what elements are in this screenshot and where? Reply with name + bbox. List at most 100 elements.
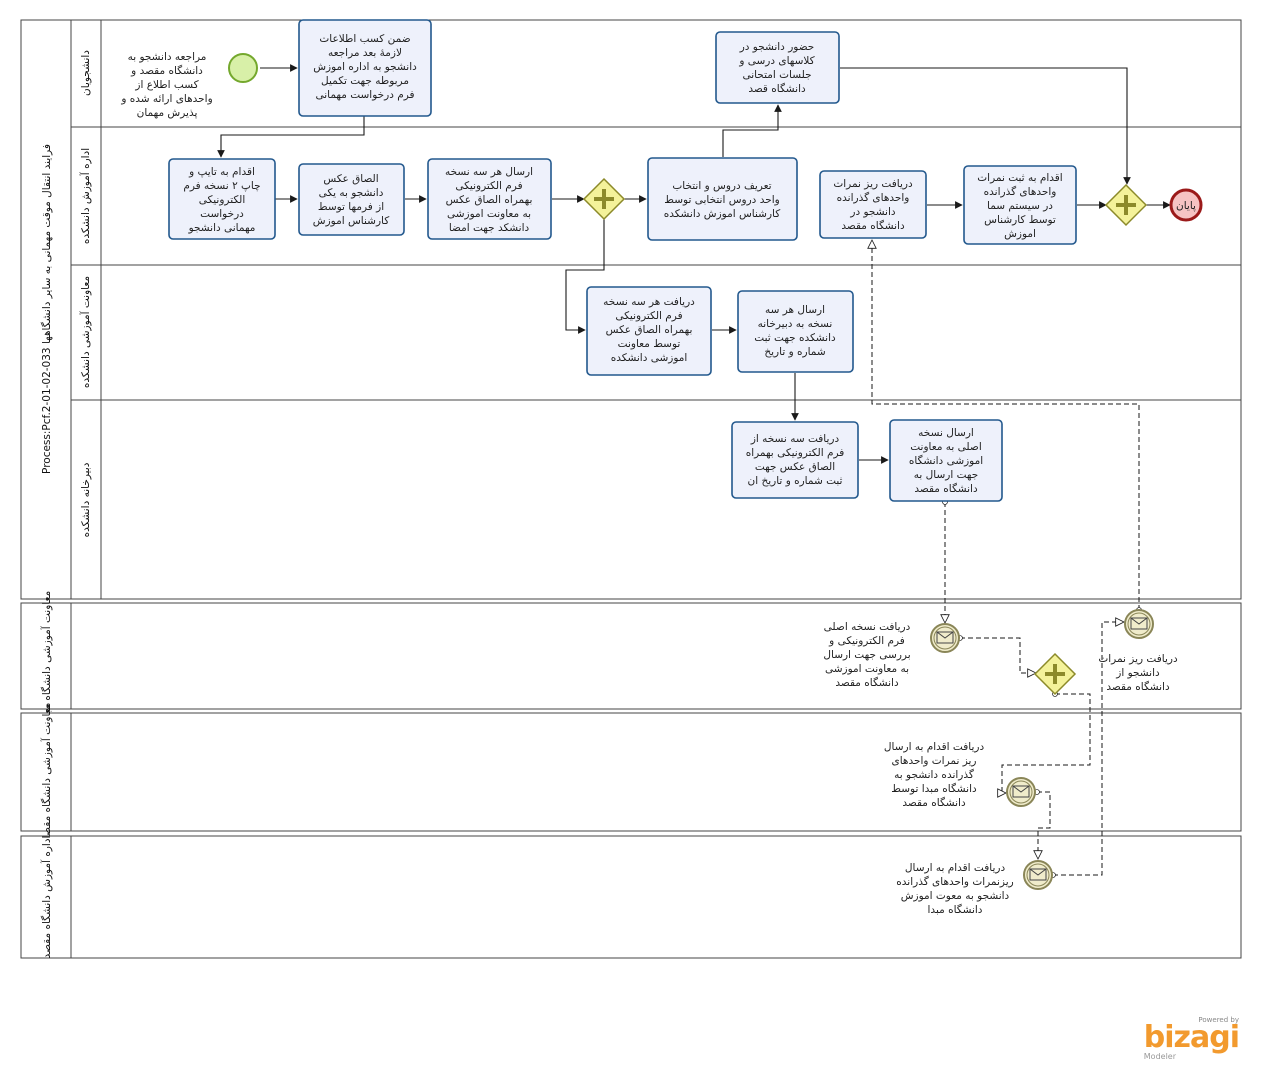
sequence-flows — [217, 64, 1171, 464]
task-line: دریافت سه نسخه از — [750, 433, 840, 445]
pool-label-dest-deputy: معاونت آموزشی دانشگاه مقصد — [40, 703, 53, 842]
task-line: اموزشی دانشکده — [611, 352, 688, 364]
start-note: مراجعه دانشجو به دانشگاه مقصد و کسب اطلا… — [120, 51, 212, 119]
parallel-gateway-3[interactable] — [1033, 652, 1077, 696]
message-event-1-label: دریافت نسخه اصلی فرم الکترونیکی و بررسی … — [823, 621, 910, 689]
task-line: شماره و تاریخ — [764, 346, 825, 358]
event-line: دانشگاه مقصد — [1106, 680, 1170, 693]
task-line: نسخه به دبیرخانه — [758, 318, 833, 330]
task-line: دانشگاه قصد — [748, 82, 806, 95]
task-line: توسط معاونت — [618, 338, 681, 350]
message-event-3[interactable] — [1006, 777, 1036, 807]
task-line: دانشکده جهت ثبت — [754, 332, 836, 344]
task-line: اقدام به تایپ و — [188, 166, 255, 178]
task-line: ثبت شماره و تاریخ ان — [748, 475, 843, 487]
task-line: کلاسهای درسی و — [738, 55, 814, 67]
task-line: دانشجو به اداره اموزش — [313, 61, 417, 73]
pool-label-dest-office: اداره آموزش دانشگاه مقصد — [40, 836, 53, 959]
task-line: جلسات امتحانی — [742, 69, 811, 81]
message-event-2-label: دریافت ریز نمرات دانشجو از دانشگاه مقصد — [1098, 653, 1178, 693]
message-event-1[interactable] — [930, 623, 960, 653]
task-line: اموزش — [1004, 228, 1036, 240]
bizagi-logo: Powered by bizagi Modeler — [1143, 1016, 1240, 1061]
task-form-request[interactable]: ضمن کسب اطلاعات لازمهٔ بعد مراجعه دانشجو… — [298, 19, 432, 117]
event-line: دانشگاه مقصد — [902, 796, 966, 809]
task-line: در سیستم سما — [987, 200, 1053, 212]
task-line: ارسال هر سه — [765, 304, 825, 316]
task-attend-classes[interactable]: حضور دانشجو در کلاسهای درسی و جلسات امتح… — [715, 31, 840, 104]
event-line: دانشگاه مبدا توسط — [891, 782, 977, 795]
envelope-icon — [1029, 868, 1047, 881]
event-line: دریافت ریز نمرات — [1098, 653, 1178, 665]
task-line: الصاق عکس جهت — [755, 461, 835, 473]
task-line: تعریف دروس و انتخاب — [672, 180, 771, 192]
task-line: به معاونت اموزشی — [447, 208, 531, 220]
task-line: چاپ ۲ نسخه فرم — [183, 180, 260, 192]
event-line: دانشجو به معوت اموزش — [901, 890, 1010, 902]
start-event[interactable] — [228, 53, 258, 83]
task-line: دریافت هر سه نسخه — [603, 296, 695, 308]
envelope-icon — [1130, 617, 1148, 630]
start-note-line: کسب اطلاع از — [134, 79, 198, 91]
task-line: فرم الکترونیکی بهمراه — [746, 447, 845, 459]
lane-label-faculty-deputy: معاونت آموزشی دانشکده — [79, 276, 92, 388]
task-line: دانشکد جهت امضا — [449, 222, 530, 234]
task-line: کارشناس اموزش — [313, 215, 389, 227]
task-line: مهمانی دانشجو — [188, 222, 256, 234]
task-line: بهمراه الصاق عکس — [446, 194, 533, 206]
task-define-courses[interactable]: تعریف دروس و انتخاب واحد دروس انتخابی تو… — [647, 157, 798, 241]
event-line: گذرانده دانشجو به — [894, 768, 974, 781]
event-line: ریزنمرات واحدهای گذرانده — [896, 875, 1013, 888]
parallel-gateway-2[interactable] — [1104, 183, 1148, 227]
task-print-forms[interactable]: اقدام به تایپ و چاپ ۲ نسخه فرم الکترونیک… — [168, 158, 276, 240]
event-line: دریافت نسخه اصلی — [824, 621, 911, 633]
task-line: واحدهای گذرانده — [837, 191, 910, 204]
task-deputy-receive-forms[interactable]: دریافت هر سه نسخه فرم الکترونیکی بهمراه … — [586, 286, 712, 376]
task-line: دانشگاه مقصد — [914, 482, 978, 495]
task-line: از فرمها توسط — [318, 201, 384, 213]
task-line: الکترونیکی — [199, 194, 246, 206]
task-line: بهمراه الصاق عکس — [606, 324, 693, 336]
task-line: کارشناس اموزش دانشکده — [664, 208, 780, 220]
task-register-grades[interactable]: اقدام به ثبت نمرات واحدهای گذرانده در سی… — [963, 165, 1077, 245]
lane-label-students: دانشجویان — [80, 50, 92, 96]
task-send-original[interactable]: ارسال نسخه اصلی به معاونت اموزشی دانشگاه… — [889, 419, 1003, 502]
event-line: دریافت اقدام به ارسال — [905, 862, 1006, 874]
task-line: حضور دانشجو در — [739, 41, 815, 53]
task-line: اقدام به ثبت نمرات — [977, 172, 1062, 184]
message-event-4[interactable] — [1023, 860, 1053, 890]
logo-brand-text: bizagi — [1143, 1020, 1240, 1055]
start-note-line: دانشگاه مقصد و — [130, 64, 203, 77]
pool-label-origin-deputy: معاونت آموزشی دانشگاه مبدأ — [39, 591, 53, 721]
end-event[interactable]: پایان — [1169, 188, 1203, 222]
task-line: ارسال هر سه نسخه — [445, 166, 533, 178]
main-pool-title: Process:Pcf.2-01-02-033 فرایند انتقال مو… — [40, 144, 53, 474]
task-receive-transcript[interactable]: دریافت ریز نمرات واحدهای گذرانده دانشجو … — [819, 170, 927, 239]
start-note-line: مراجعه دانشجو به — [128, 51, 207, 63]
task-line: دانشجو به یکی — [319, 187, 384, 199]
message-event-2[interactable] — [1124, 609, 1154, 639]
event-line: دانشگاه مقصد — [835, 676, 899, 689]
event-line: فرم الکترونیکی و — [828, 635, 905, 647]
task-line: الصاق عکس — [323, 173, 378, 185]
task-send-to-secretariat[interactable]: ارسال هر سه نسخه به دبیرخانه دانشکده جهت… — [737, 290, 854, 373]
envelope-icon — [936, 631, 954, 644]
task-secretariat-register[interactable]: دریافت سه نسخه از فرم الکترونیکی بهمراه … — [731, 421, 859, 499]
parallel-gateway-1[interactable] — [582, 177, 626, 221]
event-line: دانشجو از — [1115, 667, 1160, 679]
task-line: فرم الکترونیکی — [455, 180, 522, 192]
event-line: دانشگاه مبدا — [928, 903, 983, 916]
task-line: واحدهای گذرانده — [984, 185, 1057, 198]
task-send-for-signature[interactable]: ارسال هر سه نسخه فرم الکترونیکی بهمراه ا… — [427, 158, 552, 240]
start-note-line: پذیرش مهمان — [137, 107, 198, 119]
task-attach-photo[interactable]: الصاق عکس دانشجو به یکی از فرمها توسط کا… — [298, 163, 405, 236]
message-flows — [872, 240, 1139, 875]
message-event-3-label: دریافت اقدام به ارسال ریز نمرات واحدهای … — [884, 741, 985, 809]
end-label: پایان — [1176, 200, 1196, 212]
task-line: لازمهٔ بعد مراجعه — [328, 47, 402, 59]
task-line: ارسال نسخه — [918, 427, 974, 439]
pool-dest-deputy: معاونت آموزشی دانشگاه مقصد — [20, 703, 1242, 842]
task-line: مربوطه جهت تکمیل — [321, 75, 409, 87]
task-line: ضمن کسب اطلاعات — [319, 33, 410, 45]
